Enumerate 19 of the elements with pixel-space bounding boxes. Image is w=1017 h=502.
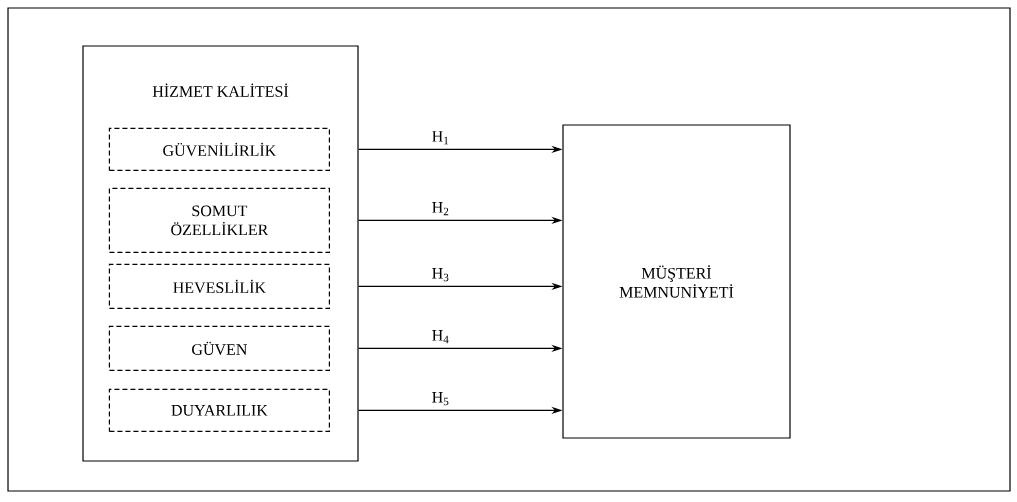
dimension-box	[108, 325, 330, 371]
edge-label: H$_{3}$	[432, 268, 449, 282]
construct-box	[562, 124, 791, 439]
node-label: SOMUT ÖZELLİKLER	[171, 205, 269, 236]
edge-label: H$_{1}$	[432, 131, 449, 145]
edge-label: H$_{2}$	[432, 202, 449, 216]
edge-label: H$_{4}$	[432, 330, 449, 344]
node-label: MÜŞTERİ MEMNUNİYETİ	[619, 265, 734, 298]
dimension-box	[108, 187, 330, 253]
edge-label: H$_{5}$	[432, 392, 449, 406]
dimension-box	[108, 263, 330, 309]
node-label: HİZMET KALİTESİ	[152, 83, 289, 97]
node-label: GÜVEN	[192, 341, 248, 355]
dimension-box	[108, 127, 330, 171]
node-label: DUYARLILIK	[171, 405, 268, 416]
dimension-box	[108, 388, 330, 432]
node-label: HEVESLİLİK	[173, 279, 266, 294]
construct-box	[82, 45, 359, 462]
node-label: GÜVENİLİRLİK	[163, 142, 277, 157]
